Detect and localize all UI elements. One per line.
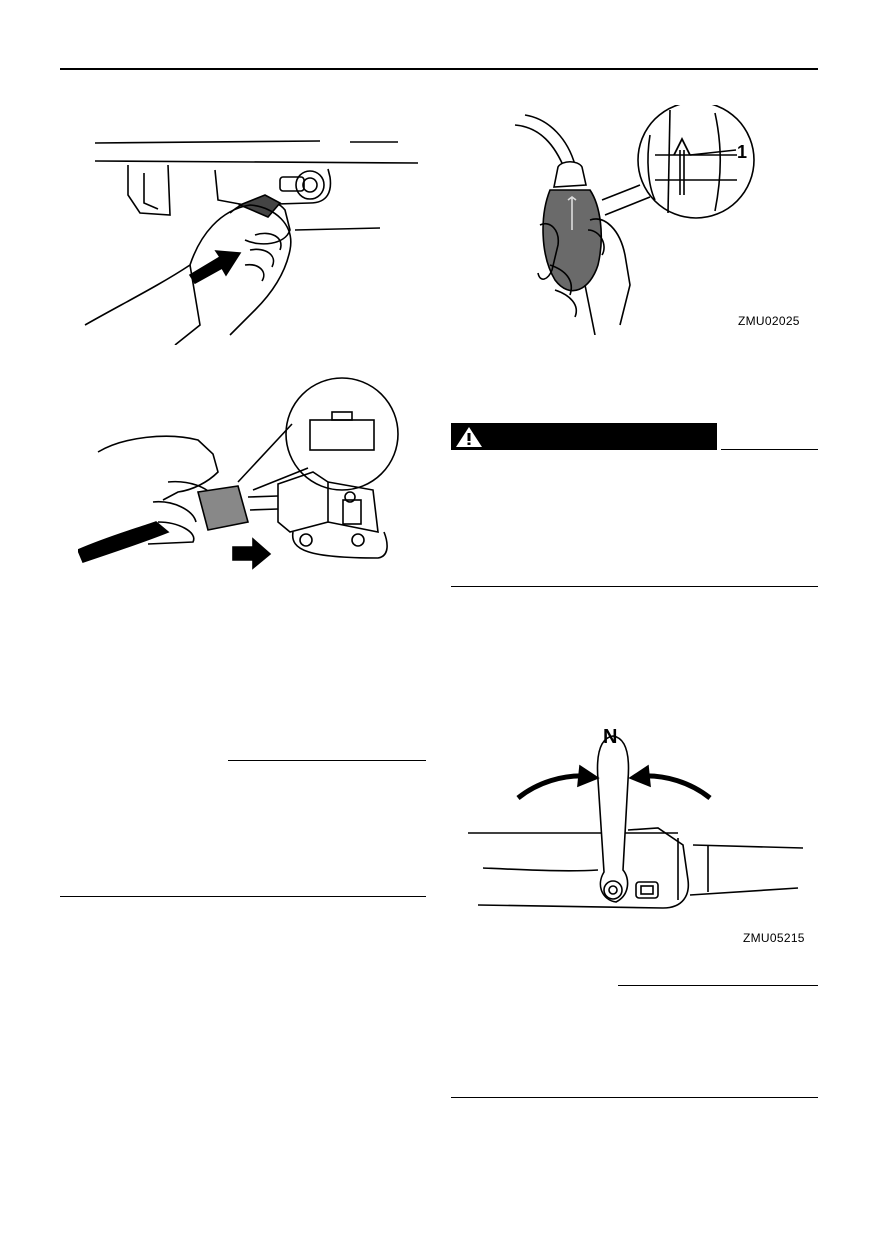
- right-section-rule-bottom: [451, 1097, 818, 1098]
- left-section-rule-bottom: [60, 896, 426, 897]
- figure-primer-bulb: [510, 105, 760, 335]
- right-section-rule-top: [618, 985, 818, 986]
- push-arrow-icon: [628, 764, 651, 788]
- figure-code-shift-lever: ZMU05215: [743, 931, 805, 945]
- figure-shift-lever: [468, 720, 803, 920]
- warning-triangle-icon: [456, 426, 482, 447]
- push-arrow-icon: [577, 764, 600, 788]
- position-label-neutral: N: [603, 726, 618, 748]
- figure-fuel-connector-engine: [80, 125, 420, 345]
- warning-header-bar: [451, 423, 717, 450]
- callout-number: 1: [737, 142, 748, 162]
- push-arrow-icon: [232, 537, 272, 570]
- warning-header-rule: [721, 449, 818, 450]
- warning-bottom-rule: [451, 586, 818, 587]
- figure-code-primer-bulb: ZMU02025: [738, 314, 800, 328]
- figure-battery-connector: [78, 372, 418, 584]
- push-arrow-icon: [188, 250, 242, 285]
- left-section-rule-top: [228, 760, 426, 761]
- header-rule: [60, 68, 818, 70]
